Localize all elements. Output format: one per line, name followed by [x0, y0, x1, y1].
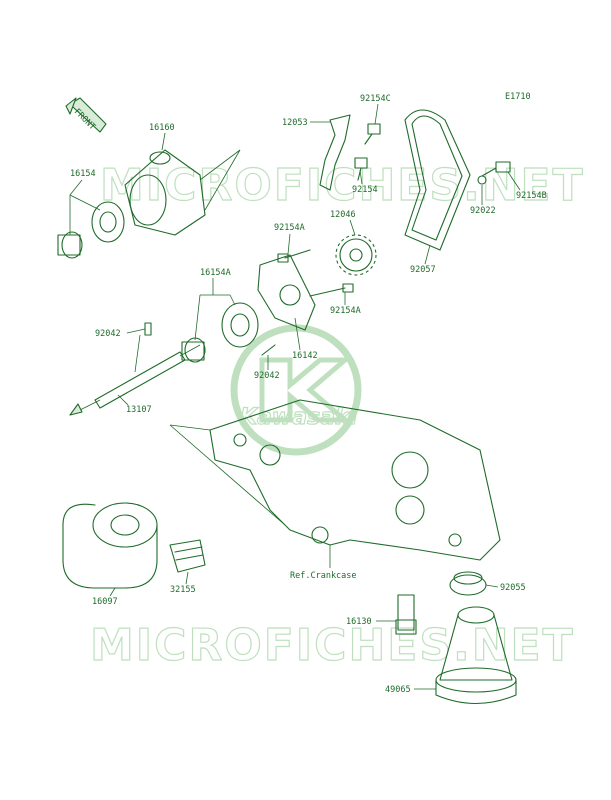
sprocket-12046 [335, 234, 377, 276]
svg-text:16097: 16097 [92, 597, 118, 607]
label-92042-right: 92042 [254, 355, 280, 381]
pin-92042-right [261, 344, 276, 356]
label-92154: 92154 [352, 169, 378, 195]
svg-text:13107: 13107 [126, 405, 152, 415]
svg-text:92154B: 92154B [516, 191, 547, 201]
bolt-92154A-lower [309, 283, 354, 297]
svg-text:92042: 92042 [95, 329, 121, 339]
svg-text:92022: 92022 [470, 206, 496, 216]
label-49065: 49065 [385, 685, 436, 695]
svg-text:92042: 92042 [254, 371, 280, 381]
label-92154A-lower: 92154A [330, 292, 361, 316]
crankcase-outline [169, 399, 501, 568]
label-92022: 92022 [470, 185, 496, 216]
svg-text:16142: 16142 [292, 351, 318, 361]
svg-text:32155: 32155 [170, 585, 196, 595]
kawasaki-logo: Kawasaki [230, 324, 362, 456]
svg-text:92154A: 92154A [330, 306, 361, 316]
rotor-16154 [57, 201, 125, 259]
diagram-code: E1710 [505, 92, 531, 102]
seal-92055 [449, 571, 487, 596]
svg-text:92154A: 92154A [274, 223, 305, 233]
label-92042-left: 92042 [95, 328, 146, 373]
label-32155: 32155 [170, 571, 196, 595]
bolt-92154 [354, 157, 368, 181]
label-12053: 12053 [282, 118, 330, 128]
svg-text:92055: 92055 [500, 583, 526, 593]
label-12046: 12046 [330, 210, 356, 236]
pump-body-16160 [124, 149, 241, 236]
label-16154: 16154 [69, 169, 101, 235]
svg-text:49065: 49065 [385, 685, 411, 695]
label-16142: 16142 [292, 317, 318, 361]
chain-92057 [404, 109, 471, 251]
svg-text:12046: 12046 [330, 210, 356, 220]
label-16097: 16097 [92, 587, 118, 607]
svg-text:Ref.Crankcase: Ref.Crankcase [290, 571, 357, 581]
strainer-49065 [435, 606, 517, 705]
label-92154A-upper: 92154A [274, 223, 305, 255]
label-ref-crankcase: Ref.Crankcase [290, 571, 357, 581]
label-16160: 16160 [149, 123, 175, 151]
watermark-bottom: MICROFICHES.NET [90, 620, 575, 671]
label-13107: 13107 [117, 394, 152, 415]
watermark-top: MICROFICHES.NET [100, 160, 585, 211]
label-92057: 92057 [410, 244, 436, 275]
front-arrow-icon: FRONT [65, 97, 107, 133]
pin-92042-left [144, 322, 152, 336]
svg-text:16154: 16154 [70, 169, 96, 179]
label-16130: 16130 [346, 617, 396, 627]
svg-text:12053: 12053 [282, 118, 308, 128]
label-92154B: 92154B [507, 171, 547, 201]
bolt-92154B [477, 161, 511, 185]
pump-cover-16142 [257, 254, 316, 331]
bolt-92154C [364, 123, 381, 145]
label-16154A: 16154A [194, 268, 236, 341]
bolt-92154A-upper [277, 249, 311, 263]
svg-text:92154: 92154 [352, 185, 378, 195]
svg-text:16160: 16160 [149, 123, 175, 133]
label-92055: 92055 [485, 583, 526, 593]
guide-12053 [319, 114, 351, 191]
svg-text:92057: 92057 [410, 265, 436, 275]
shaft-13107 [69, 344, 201, 416]
oil-filter-16097 [62, 502, 158, 589]
svg-text:16154A: 16154A [200, 268, 231, 278]
svg-text:16130: 16130 [346, 617, 372, 627]
logo-text: Kawasaki [240, 405, 358, 430]
fitting-16130 [395, 594, 417, 635]
fitting-32155 [169, 539, 206, 573]
label-92154C: 92154C [360, 94, 391, 125]
svg-text:92154C: 92154C [360, 94, 391, 104]
